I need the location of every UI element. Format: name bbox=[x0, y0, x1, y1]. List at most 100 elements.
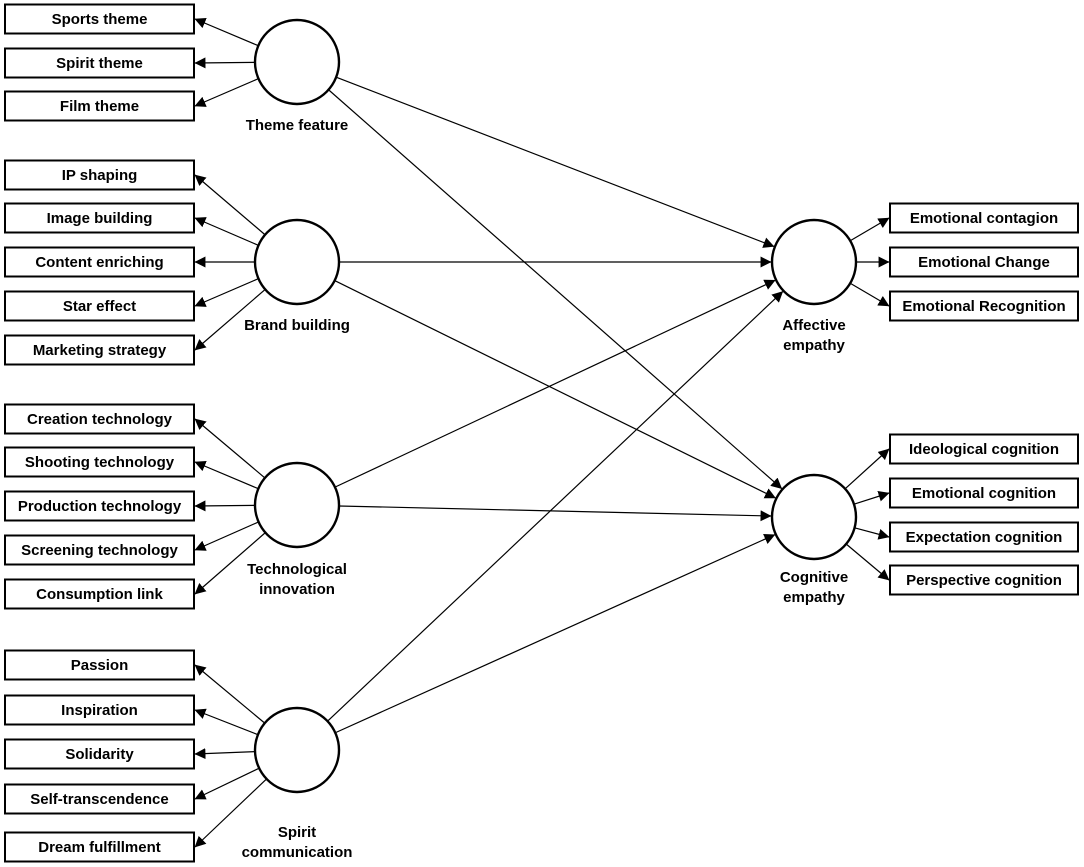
loading-arrow-ip-shaping bbox=[194, 174, 266, 236]
latent-label: communication bbox=[242, 844, 353, 861]
indicator-label: Emotional Change bbox=[918, 254, 1050, 271]
indicator-label: Content enriching bbox=[35, 254, 163, 271]
indicator-box-star-effect: Star effect bbox=[4, 290, 195, 322]
indicator-label: Screening technology bbox=[21, 542, 178, 559]
latent-circle-technological-innovation bbox=[253, 461, 341, 549]
latent-label: Technological bbox=[247, 561, 347, 578]
indicator-label: Production technology bbox=[18, 498, 182, 515]
latent-label: innovation bbox=[259, 581, 335, 598]
path-technological-innovation-to-affective-empathy bbox=[334, 279, 776, 488]
loading-arrow-dream-fulfillment bbox=[194, 778, 267, 848]
indicator-box-shooting-technology: Shooting technology bbox=[4, 446, 195, 478]
indicator-box-content-enriching: Content enriching bbox=[4, 246, 195, 278]
indicator-label: Emotional Recognition bbox=[902, 298, 1065, 315]
indicator-label: Inspiration bbox=[61, 702, 138, 719]
indicator-label: Self-transcendence bbox=[30, 791, 168, 808]
latent-circle-cognitive-empathy bbox=[770, 473, 858, 561]
loading-arrow-consumption-link bbox=[194, 532, 266, 595]
loading-arrow-ideological-cognition bbox=[844, 448, 890, 490]
construct-spirit-communication: PassionInspirationSolidaritySelf-transce… bbox=[4, 649, 353, 863]
loading-arrow-passion bbox=[194, 664, 266, 724]
loading-arrow-production-technology bbox=[194, 500, 256, 512]
latent-label: Brand building bbox=[244, 317, 350, 334]
loading-arrow-emotional-cognition bbox=[853, 490, 890, 505]
indicator-label: Sports theme bbox=[52, 11, 148, 28]
indicator-box-creation-technology: Creation technology bbox=[4, 403, 195, 435]
latent-label: Spirit bbox=[278, 824, 316, 841]
indicator-box-solidarity: Solidarity bbox=[4, 738, 195, 770]
indicator-box-frame bbox=[4, 694, 195, 726]
latent-circle-spirit-communication bbox=[253, 706, 341, 794]
loading-arrow-star-effect bbox=[194, 278, 259, 307]
indicator-box-frame bbox=[4, 334, 195, 366]
latent-label: Theme feature bbox=[246, 117, 349, 134]
loading-arrow-spirit-theme bbox=[194, 57, 256, 69]
indicator-box-perspective-cognition: Perspective cognition bbox=[889, 564, 1079, 596]
loading-arrow-self-transcendence bbox=[194, 767, 260, 800]
loading-arrow-emotional-contagion bbox=[849, 217, 890, 242]
indicator-label: Perspective cognition bbox=[906, 572, 1062, 589]
indicator-label: Consumption link bbox=[36, 586, 163, 603]
indicator-box-passion: Passion bbox=[4, 649, 195, 681]
loading-arrow-shooting-technology bbox=[194, 460, 259, 490]
indicator-box-film-theme: Film theme bbox=[4, 90, 195, 122]
indicator-box-frame bbox=[4, 3, 195, 35]
indicator-box-frame bbox=[889, 246, 1079, 278]
indicator-box-frame bbox=[4, 649, 195, 681]
indicator-label: Emotional cognition bbox=[912, 485, 1056, 502]
indicator-box-emotional-recognition: Emotional Recognition bbox=[889, 290, 1079, 322]
indicator-label: Passion bbox=[71, 657, 129, 674]
indicator-box-frame bbox=[4, 47, 195, 79]
indicator-box-frame bbox=[4, 738, 195, 770]
indicator-box-dream-fulfillment: Dream fulfillment bbox=[4, 831, 195, 863]
indicator-box-frame bbox=[4, 783, 195, 815]
indicator-label: Ideological cognition bbox=[909, 441, 1059, 458]
loading-arrow-creation-technology bbox=[194, 418, 266, 479]
indicator-box-emotional-cognition: Emotional cognition bbox=[889, 477, 1079, 509]
latent-circle-affective-empathy bbox=[770, 218, 858, 306]
indicator-box-frame bbox=[4, 246, 195, 278]
loading-arrow-sports-theme bbox=[194, 17, 259, 47]
indicator-box-sports-theme: Sports theme bbox=[4, 3, 195, 35]
indicator-box-frame bbox=[4, 159, 195, 191]
latent-circle-brand-building bbox=[253, 218, 341, 306]
indicator-label: Star effect bbox=[63, 298, 136, 315]
indicator-box-frame bbox=[4, 202, 195, 234]
path-technological-innovation-to-cognitive-empathy bbox=[338, 505, 772, 522]
indicator-label: Expectation cognition bbox=[906, 529, 1063, 546]
path-spirit-communication-to-affective-empathy bbox=[327, 291, 784, 722]
indicator-box-frame bbox=[889, 290, 1079, 322]
indicator-box-frame bbox=[4, 490, 195, 522]
indicator-box-consumption-link: Consumption link bbox=[4, 578, 195, 610]
indicator-box-ip-shaping: IP shaping bbox=[4, 159, 195, 191]
indicator-box-frame bbox=[4, 446, 195, 478]
indicator-box-emotional-change: Emotional Change bbox=[889, 246, 1079, 278]
indicator-box-frame bbox=[889, 521, 1079, 553]
latent-label: empathy bbox=[783, 589, 845, 606]
indicator-label: Shooting technology bbox=[25, 454, 175, 471]
indicator-box-frame bbox=[889, 564, 1079, 596]
indicator-label: Creation technology bbox=[27, 411, 173, 428]
indicator-label: Solidarity bbox=[65, 746, 134, 763]
indicator-box-frame bbox=[889, 477, 1079, 509]
latent-label: Affective bbox=[782, 317, 845, 334]
latent-label: Cognitive bbox=[780, 569, 848, 586]
loading-arrow-film-theme bbox=[194, 78, 259, 107]
latent-label: empathy bbox=[783, 337, 845, 354]
loading-arrow-perspective-cognition bbox=[845, 543, 890, 581]
loading-arrow-marketing-strategy bbox=[194, 288, 266, 351]
path-spirit-communication-to-cognitive-empathy bbox=[335, 533, 776, 734]
indicator-box-expectation-cognition: Expectation cognition bbox=[889, 521, 1079, 553]
indicator-label: Emotional contagion bbox=[910, 210, 1058, 227]
indicator-box-frame bbox=[889, 202, 1079, 234]
indicator-box-frame bbox=[4, 534, 195, 566]
latent-circle-theme-feature bbox=[253, 18, 341, 106]
loading-arrow-solidarity bbox=[194, 748, 256, 760]
indicator-box-image-building: Image building bbox=[4, 202, 195, 234]
loading-arrow-screening-technology bbox=[194, 521, 259, 551]
loading-arrow-expectation-cognition bbox=[854, 527, 890, 540]
